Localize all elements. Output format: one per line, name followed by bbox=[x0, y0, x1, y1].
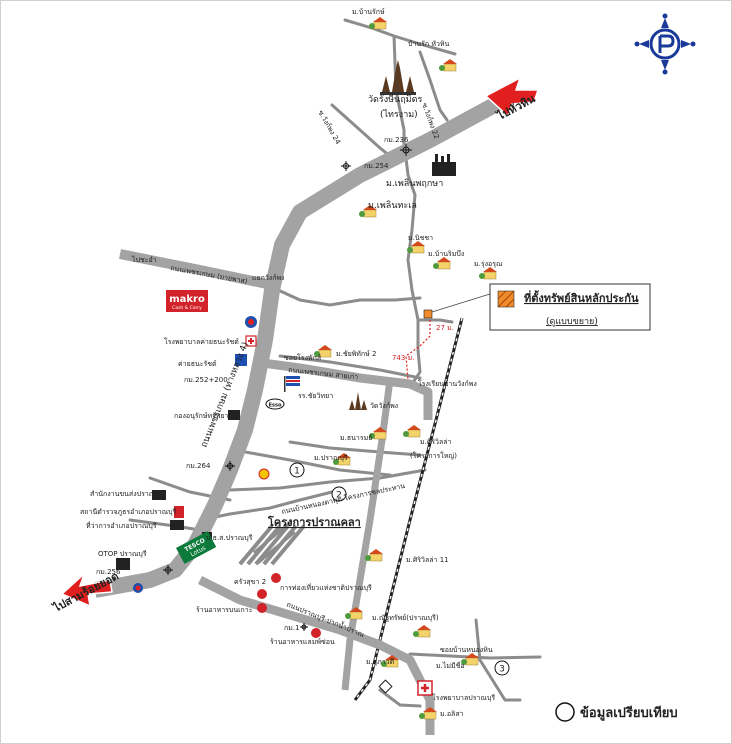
comparison-marker-1: 1 bbox=[289, 462, 305, 478]
label-rung-arun: ม.รุ่งอรุณ bbox=[474, 260, 503, 268]
housing-project-grid bbox=[238, 520, 306, 566]
label-km236: กม.236 bbox=[384, 136, 409, 144]
label-hospital-camp: โรงพยาบาลค่ายธนะรัชต์ bbox=[164, 337, 239, 346]
label-km264: กม.264 bbox=[186, 462, 211, 470]
label-hospital: โรงพยาบาลปราณบุรี bbox=[432, 693, 495, 702]
svg-text:Esso: Esso bbox=[269, 403, 282, 409]
label-ban-rak-hua-hin: บ้านรัก หัวหิน bbox=[408, 40, 450, 48]
arrow-to-samroiyot bbox=[60, 571, 113, 608]
property-leader-line bbox=[431, 293, 491, 313]
label-ban-rak: ม.บ้านรักษ์ bbox=[352, 8, 385, 16]
label-ko: กองอนุรักษ์ทรัพยากร bbox=[174, 412, 237, 420]
railway bbox=[353, 317, 464, 701]
svg-text:3: 3 bbox=[499, 665, 505, 675]
legend-label: ข้อมูลเปรียบเทียบ bbox=[580, 705, 678, 721]
label-onsa: ม.อลิสา bbox=[440, 710, 464, 718]
label-thanaram: ม.ธนารมย์ bbox=[340, 434, 372, 442]
label-restaurant2: ร้านอาหารแลมพ์ซ่อน bbox=[270, 638, 335, 646]
label-road-left: ไปชะอำ bbox=[131, 255, 157, 264]
legend-marker-icon bbox=[555, 702, 575, 722]
label-school: รร.ชัยวิทยา bbox=[298, 392, 333, 400]
label-naphat: ม.ณัฐทรัพย์(ปราณบุรี) bbox=[372, 614, 439, 622]
property-subtitle: (ดูแบบขยาย) bbox=[546, 317, 598, 327]
label-district: ที่ว่าการอำเภอปราณบุรี bbox=[86, 521, 157, 530]
label-dist-27: 27 ม. bbox=[436, 324, 454, 332]
label-otop: OTOP ปราณบุรี bbox=[98, 550, 147, 558]
property-marker bbox=[423, 309, 433, 319]
label-bypass: แยกวังก์พง bbox=[252, 274, 284, 282]
label-phloen-phruksa: ม.เพลินพฤกษา bbox=[386, 178, 443, 189]
label-dist-743: 743 ม. bbox=[392, 354, 414, 362]
makro-logo: makro Cash & Carry bbox=[166, 290, 208, 312]
svg-text:1: 1 bbox=[294, 467, 300, 477]
label-km256: กม.256 bbox=[96, 568, 121, 576]
factory-icon bbox=[432, 154, 456, 176]
property-title: ที่ตั้งทรัพย์สินหลักประกัน bbox=[524, 290, 639, 305]
temple-icon-2 bbox=[349, 392, 367, 410]
km-marker-icon bbox=[163, 144, 412, 631]
label-siriwila: ม.ศิริวิลล่า bbox=[420, 438, 452, 446]
label-km252: กม.252+200 bbox=[184, 376, 228, 384]
fuel-station-icon bbox=[133, 316, 270, 593]
label-wat-kho: วัดวังก์พง bbox=[370, 402, 398, 410]
label-siriwila-sub: (โครงการใหญ่) bbox=[410, 451, 457, 460]
label-km1: กม.1 bbox=[284, 624, 300, 632]
svg-text:2: 2 bbox=[336, 491, 342, 501]
label-sukkawa: ม.สุภาวดี bbox=[366, 658, 394, 666]
label-kreng: ครัวสุขา 2 bbox=[234, 578, 266, 586]
svg-text:makro: makro bbox=[169, 294, 205, 305]
arrow-to-huahin bbox=[484, 76, 540, 118]
hospital-icon bbox=[245, 335, 433, 696]
school-flag-icon bbox=[284, 376, 300, 392]
label-soi-ban-nong: ซอยบ้านหนองหิน bbox=[440, 646, 493, 654]
label-chokchai: ม.ชัยพิทักษ์ 2 bbox=[336, 350, 376, 358]
label-ban-wangphong-school: โรงเรียนบ้านวังก์พง bbox=[418, 379, 477, 388]
legend: ข้อมูลเปรียบเทียบ bbox=[555, 702, 678, 722]
label-maimetri: ม.ไม่มีชื่อ bbox=[436, 661, 465, 670]
label-pranburi-office: บ.ธ.ส.ปราณบุรี bbox=[206, 534, 253, 542]
property-callout: ที่ตั้งทรัพย์สินหลักประกัน (ดูแบบขยาย) bbox=[489, 283, 651, 331]
label-soi-rong: ซอยโรงพักส์ bbox=[284, 353, 322, 362]
label-nicha: ม.นิชชา bbox=[408, 234, 433, 242]
svg-text:Cash & Carry: Cash & Carry bbox=[172, 305, 202, 311]
label-post: สำนักงานขนส่งปราณบุรี bbox=[90, 490, 164, 498]
label-project: โครงการปราณคลา bbox=[267, 515, 361, 529]
label-wat-rang: วัดรังษีนฤมิตร bbox=[368, 94, 422, 105]
temple-icon bbox=[380, 60, 416, 95]
label-camp: ค่ายธนะรัชต์ bbox=[178, 360, 217, 368]
label-restaurant1: ร้านอาหารบนเกาะ bbox=[196, 606, 253, 614]
village-house-icons bbox=[314, 17, 497, 720]
esso-logo: Esso bbox=[265, 398, 285, 410]
label-ban-borirak: ม.บ้านริมบึง bbox=[428, 249, 464, 258]
label-police: สถานีตำรวจภูธรอำเภอปราณบุรี bbox=[80, 508, 177, 516]
compass-logo-icon bbox=[634, 13, 696, 75]
label-km254: กม.254 bbox=[364, 162, 389, 170]
comparison-marker-3: 3 bbox=[494, 660, 510, 676]
junction-marker bbox=[378, 679, 393, 694]
comparison-marker-2: 2 bbox=[331, 486, 347, 502]
label-tourism: การท่องเที่ยวแห่งชาติปราณบุรี bbox=[280, 583, 372, 592]
label-phloen-thale: ม.เพลินทะเล bbox=[368, 200, 417, 211]
restaurant-icon bbox=[257, 573, 321, 638]
label-siriwila-11: ม.ศิริวิลล่า 11 bbox=[406, 556, 449, 564]
label-pranburi: ม.ปราณบุรี bbox=[314, 454, 348, 462]
label-wat-rang-sub: (ไทรงาม) bbox=[380, 109, 418, 120]
